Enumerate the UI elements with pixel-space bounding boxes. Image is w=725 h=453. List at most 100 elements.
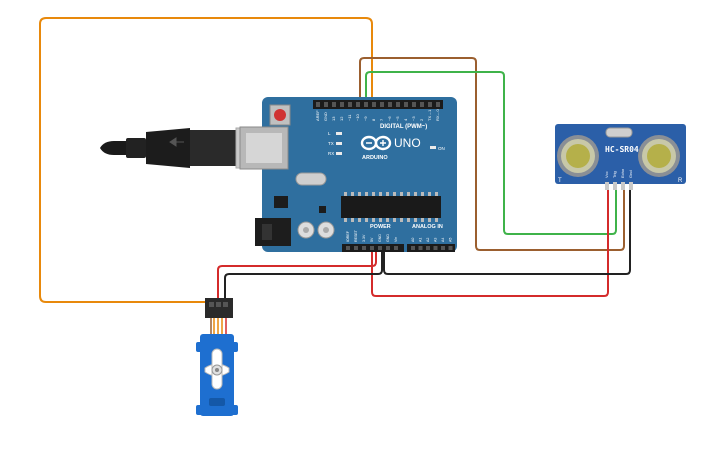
on-led-label: ON: [438, 146, 445, 151]
analog-header[interactable]: [407, 244, 455, 252]
led-label: RX: [328, 151, 334, 156]
analog-pin-label: A5: [449, 238, 453, 242]
power-pin-label: GND: [386, 234, 390, 242]
analog-pin-hole[interactable]: [426, 246, 430, 250]
power-pin-label: IOREF: [346, 230, 350, 242]
digital-pin-hole[interactable]: [428, 102, 432, 107]
power-pin-label: 3.3V: [362, 234, 366, 242]
power-header-label: POWER: [370, 224, 391, 230]
digital-pin-label: 8: [371, 118, 376, 121]
digital-pin-hole[interactable]: [340, 102, 344, 107]
analog-pin-hole[interactable]: [418, 246, 423, 250]
led: [336, 152, 342, 155]
wire-green-trig: [365, 71, 617, 235]
digital-pin-label: ~5: [395, 116, 400, 121]
digital-pin-hole[interactable]: [364, 102, 368, 107]
power-pin-label: Vin: [394, 237, 398, 242]
analog-pin-label: A4: [441, 238, 445, 242]
digital-pin-hole[interactable]: [324, 102, 328, 107]
sensor-label: HC-SR04: [605, 145, 639, 154]
led: [336, 132, 342, 135]
analog-pin-label: A3: [434, 238, 438, 242]
digital-header-label: DIGITAL (PWM~): [380, 124, 427, 130]
wires: [39, 17, 631, 316]
digital-pin-hole[interactable]: [388, 102, 392, 107]
sensor-pin[interactable]: [621, 182, 625, 190]
digital-pin-hole[interactable]: [436, 102, 440, 107]
sensor-pin[interactable]: [629, 182, 633, 190]
digital-pin-hole[interactable]: [380, 102, 384, 107]
arduino-logo: [360, 135, 392, 151]
sensor-pin[interactable]: [613, 182, 617, 190]
analog-pin-hole[interactable]: [448, 246, 453, 250]
digital-pin-label: ~10: [355, 113, 360, 121]
analog-pin-label: A0: [411, 238, 415, 242]
sensor-pin-label: Vcc: [604, 171, 609, 178]
digital-pin-label: 7: [379, 118, 384, 121]
digital-pin-hole[interactable]: [420, 102, 424, 107]
power-pin-label: RESET: [354, 229, 358, 242]
analog-header-label: ANALOG IN: [412, 224, 443, 230]
wire-red-5v-servo: [217, 248, 377, 316]
sensor-pin-label: Gnd: [628, 170, 633, 178]
digital-pin-label: RX←0: [435, 108, 440, 121]
digital-pin-hole[interactable]: [404, 102, 408, 107]
barrel-jack[interactable]: [255, 218, 291, 246]
digital-pin-hole[interactable]: [332, 102, 336, 107]
wire-brown-echo: [359, 57, 625, 251]
digital-pin-hole[interactable]: [396, 102, 400, 107]
power-pin-hole[interactable]: [386, 246, 390, 250]
analog-pin-label: A1: [419, 238, 423, 242]
wire-black-gnd-sensor: [383, 188, 631, 275]
analog-pin-hole[interactable]: [441, 246, 445, 250]
led-label: TX: [328, 141, 334, 146]
sensor-pin-label: Echo: [620, 168, 625, 178]
sensor-corner-right: R: [678, 178, 683, 184]
servo-motor[interactable]: [196, 298, 238, 416]
power-pin-label: GND: [378, 234, 382, 242]
digital-pin-label: ~11: [347, 114, 352, 121]
wire-black-gnd-servo: [224, 248, 383, 316]
voltage-regulator: [274, 196, 288, 208]
digital-pin-label: 12: [339, 116, 344, 121]
digital-pin-label: ~3: [411, 116, 416, 121]
arduino-brand: ARDUINO: [362, 155, 388, 161]
power-pin-hole[interactable]: [378, 246, 382, 250]
led-label: L: [328, 131, 331, 136]
digital-pin-label: GND: [323, 112, 328, 121]
power-pin-hole[interactable]: [362, 246, 366, 250]
digital-pin-hole[interactable]: [372, 102, 376, 107]
power-pin-hole[interactable]: [346, 246, 350, 250]
sensor-corner-left: T: [558, 178, 562, 184]
power-pin-hole[interactable]: [370, 246, 374, 250]
sensor-pin[interactable]: [605, 182, 609, 190]
digital-pin-hole[interactable]: [356, 102, 360, 107]
analog-pin-hole[interactable]: [433, 246, 438, 250]
led: [336, 142, 342, 145]
analog-pin-hole[interactable]: [411, 246, 415, 250]
on-led: [430, 146, 436, 149]
crystal-oscillator: [295, 172, 327, 186]
power-pin-hole[interactable]: [354, 246, 358, 250]
wire-red-5v-sensor: [371, 188, 609, 297]
wire-orange-signal: [39, 17, 373, 316]
digital-pin-label: TX→1: [427, 109, 432, 121]
digital-pin-hole[interactable]: [348, 102, 352, 107]
digital-header[interactable]: [313, 100, 443, 109]
digital-pin-label: ~6: [387, 116, 392, 121]
arduino-model: UNO: [394, 136, 421, 150]
power-pin-hole[interactable]: [394, 246, 398, 250]
atmega-chip: [341, 196, 441, 218]
sensor-crystal: [605, 127, 633, 138]
digital-pin-hole[interactable]: [316, 102, 320, 107]
sensor-pin-label: Trig: [612, 171, 617, 178]
servo-connector[interactable]: [205, 298, 233, 318]
analog-pin-label: A2: [426, 238, 430, 242]
digital-pin-label: 13: [331, 116, 336, 121]
digital-pin-label: 2: [419, 118, 424, 121]
digital-pin-label: 4: [403, 118, 408, 121]
digital-pin-hole[interactable]: [412, 102, 416, 107]
